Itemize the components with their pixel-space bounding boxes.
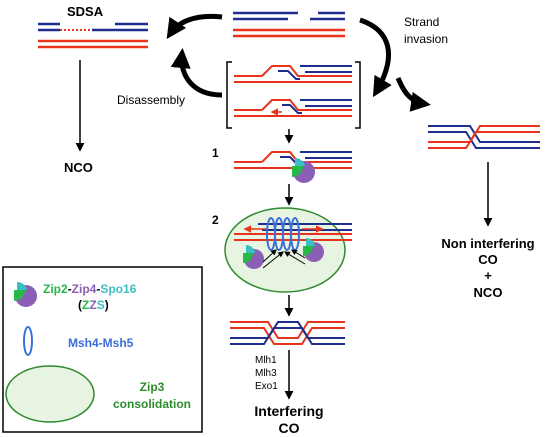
non-interfering-label-4: NCO	[474, 285, 503, 300]
legend-msh-label: Msh4-Msh5	[68, 336, 134, 350]
legend-zzs-z1: Z	[82, 298, 89, 312]
double-holliday-junction-dna	[230, 321, 345, 345]
legend-zzs-close: )	[105, 298, 109, 312]
disassembly-label: Disassembly	[117, 93, 185, 107]
initial-dsb-dna	[233, 11, 345, 38]
zzs-complex-step1-icon	[292, 157, 315, 183]
legend-zip4: Zip4	[72, 282, 97, 296]
msh4-msh5-clamps-step2	[266, 217, 300, 251]
strand-invasion-label-1: Strand	[404, 15, 439, 29]
interfering-label-2: CO	[279, 420, 300, 436]
strand-invasion-intermediates-bracket	[226, 61, 361, 129]
strand-invasion-curved-arrow	[359, 17, 392, 98]
legend-zip3-label-2: consolidation	[113, 397, 191, 411]
to-non-interfering-curved-arrow	[395, 77, 431, 112]
non-interfering-crossover-dna	[428, 125, 540, 149]
sdsa-label: SDSA	[67, 4, 104, 19]
legend-sep-1: -	[68, 282, 72, 296]
strand-invasion-label-2: invasion	[404, 32, 448, 46]
legend-zzs-abbrev: (ZZS)	[78, 298, 109, 312]
legend-msh-icon	[23, 326, 33, 356]
legend-zzs-s: S	[97, 298, 105, 312]
non-interfering-label-2: CO	[478, 252, 498, 267]
non-interfering-label-3: +	[484, 268, 492, 283]
step1-dna	[234, 151, 352, 169]
legend-spo16: Spo16	[100, 282, 136, 296]
zzs-complex-step2-left-icon	[243, 244, 264, 269]
non-interfering-label-1: Non interfering	[441, 236, 534, 251]
mlh1-label: Mlh1	[255, 355, 277, 366]
disassembly-curved-arrow	[170, 48, 223, 98]
sdsa-dna	[38, 22, 148, 49]
step2-label: 2	[212, 213, 219, 227]
nco-left-label: NCO	[64, 160, 93, 175]
legend-zzs-icon	[14, 281, 37, 307]
legend-sep-2: -	[96, 282, 100, 296]
mlh3-label: Mlh3	[255, 368, 277, 379]
zzs-complex-step2-right-icon	[303, 237, 324, 262]
step1-label: 1	[212, 146, 219, 160]
legend-zzs-z2: Z	[89, 298, 96, 312]
legend-zzs-line: Zip2-Zip4-Spo16	[43, 282, 137, 296]
zzs-interaction-arrows	[262, 249, 306, 269]
step2-dna	[234, 223, 352, 241]
exo1-label: Exo1	[255, 381, 278, 392]
legend-zip3-icon	[5, 365, 95, 423]
legend-zip3-label-1: Zip3	[140, 380, 165, 394]
legend-zip2: Zip2	[43, 282, 68, 296]
to-sdsa-curved-arrow	[166, 13, 223, 39]
legend-zzs-open: (	[78, 298, 82, 312]
interfering-label-1: Interfering	[254, 403, 323, 419]
